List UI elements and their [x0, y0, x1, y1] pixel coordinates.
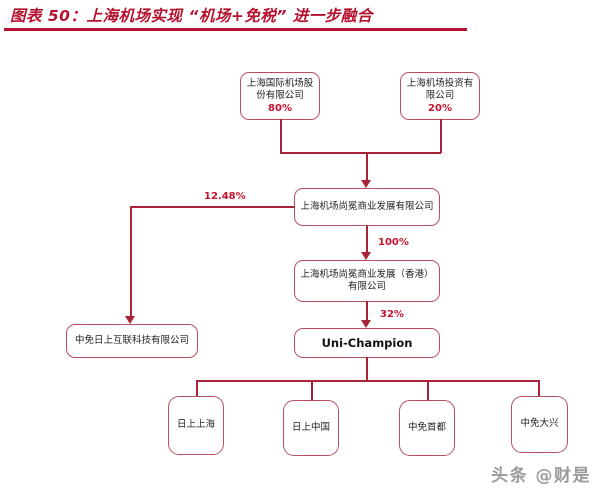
node-sunrise-shanghai: 日上上海	[168, 396, 224, 455]
figure-title: 图表 50：上海机场实现 “机场+免税” 进一步融合	[10, 7, 373, 25]
stake-label-32: 32%	[380, 309, 404, 320]
node-shanghai-international-airport: 上海国际机场股份有限公司 80%	[240, 72, 320, 120]
connector-parents-horizontal	[280, 152, 441, 154]
title-underline	[4, 28, 467, 31]
node-label: 中免大兴	[520, 418, 559, 430]
connector-sub-2	[311, 380, 313, 400]
connector-sub-4	[538, 380, 540, 396]
node-uni-champion: Uni-Champion	[294, 328, 440, 358]
connector-sub-3	[427, 380, 429, 400]
node-label: Uni-Champion	[321, 335, 413, 350]
arrowhead-to-jv	[361, 180, 371, 188]
node-label: 中免日上互联科技有限公司	[74, 334, 189, 346]
node-jv: 上海机场尚冕商业发展有限公司	[294, 188, 440, 226]
node-label: 上海机场尚冕商业发展有限公司	[300, 200, 434, 212]
connector-sub-1	[196, 380, 198, 396]
node-shanghai-airport-investment: 上海机场投资有限公司 20%	[400, 72, 480, 120]
node-cdf-daxing: 中免大兴	[511, 396, 568, 453]
arrowhead-to-uni-champion	[361, 320, 371, 328]
node-jv-hongkong: 上海机场尚冕商业发展（香港）有限公司	[294, 260, 440, 302]
connector-to-jv	[366, 152, 368, 181]
connector-tech-vertical	[130, 206, 132, 316]
connector-right-parent	[440, 119, 442, 153]
stake-label-20: 20%	[428, 102, 452, 114]
watermark: 头条 @财是	[491, 461, 591, 486]
connector-left-parent	[280, 119, 282, 153]
node-label: 日上中国	[291, 421, 330, 433]
connector-to-jv-hk	[366, 226, 368, 252]
watermark-text: 头条 @财是	[491, 466, 591, 486]
stake-label-12-48: 12.48%	[204, 191, 246, 202]
node-label: 上海国际机场股份有限公司	[246, 77, 314, 102]
connector-tech-horizontal	[130, 206, 294, 208]
connector-subsidiaries-horizontal	[196, 380, 539, 382]
node-sunrise-china: 日上中国	[283, 400, 339, 456]
node-label: 上海机场尚冕商业发展（香港）有限公司	[300, 268, 434, 292]
node-cdf-capital: 中免首都	[399, 400, 455, 456]
stake-label-80: 80%	[268, 102, 292, 114]
node-label: 上海机场投资有限公司	[406, 77, 474, 102]
arrowhead-to-jv-hk	[361, 252, 371, 260]
node-label: 中免首都	[407, 421, 446, 433]
node-label: 日上上海	[176, 419, 215, 431]
connector-uni-down	[366, 357, 368, 381]
arrowhead-to-tech	[125, 316, 135, 324]
connector-to-uni-champion	[366, 301, 368, 320]
stake-label-100: 100%	[378, 237, 409, 248]
node-cdf-sunrise-tech: 中免日上互联科技有限公司	[66, 324, 198, 358]
